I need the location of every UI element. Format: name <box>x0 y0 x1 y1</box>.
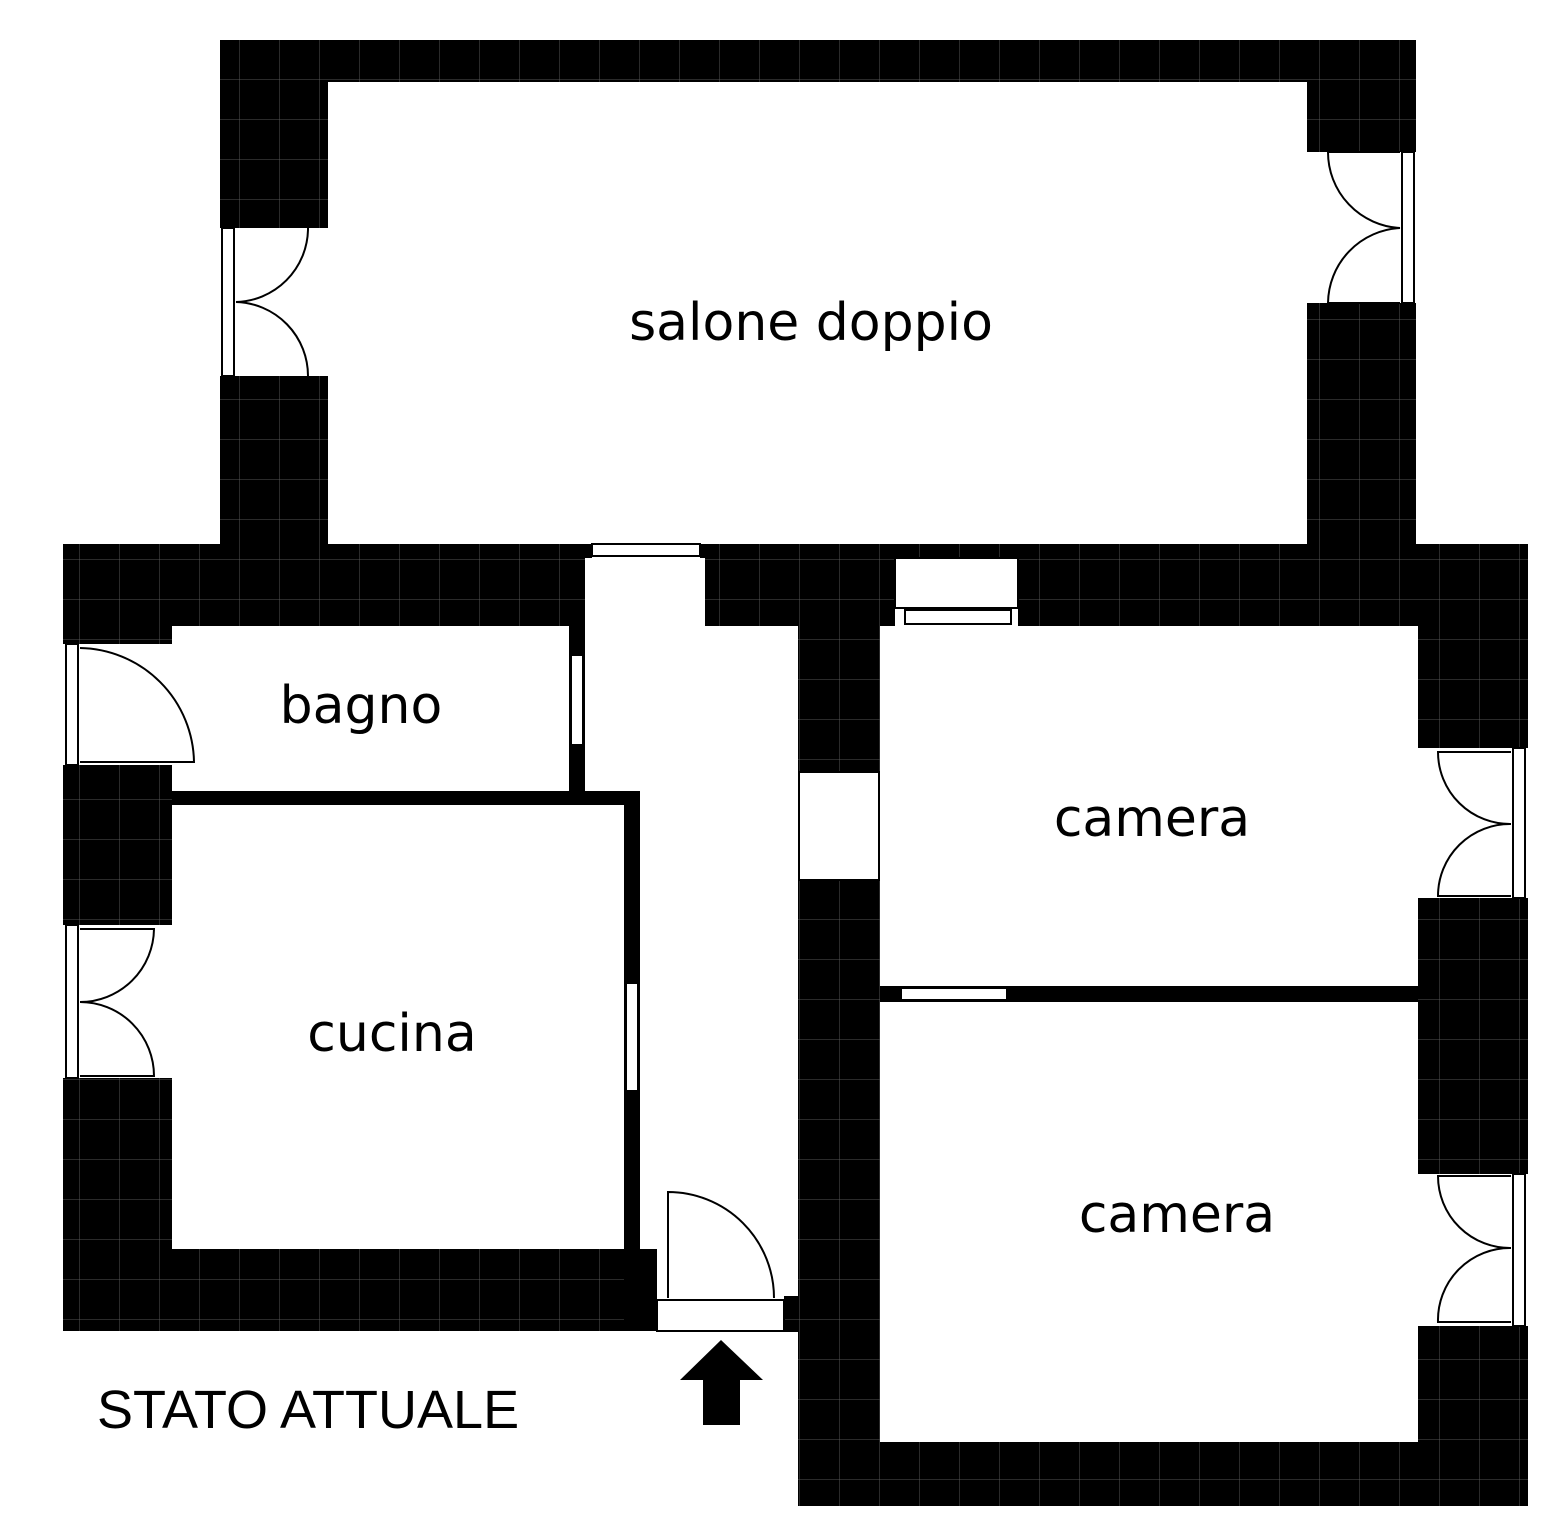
room-label-bagno: bagno <box>280 676 443 736</box>
wall-bed-left-upper <box>798 626 880 772</box>
wall-right-upper <box>1418 544 1528 748</box>
wall-bottom-right <box>798 1442 1528 1506</box>
wall-left-upper <box>63 544 172 644</box>
room-label-cucina: cucina <box>307 1004 476 1064</box>
partition-bagno-cucina <box>172 791 640 805</box>
wall-band-niche-fill <box>895 544 1018 558</box>
window-salone-right <box>1401 151 1415 304</box>
wall-bottom-left <box>63 1249 657 1331</box>
room-label-camera-1: camera <box>1054 789 1250 849</box>
door-swing-camera-1 <box>1436 751 1512 897</box>
niche-box <box>894 557 1019 609</box>
wall-right-mid <box>1418 898 1528 1174</box>
plan-caption: STATO ATTUALE <box>97 1380 519 1440</box>
walls <box>63 40 1528 1506</box>
wall-salone-right-upper <box>1307 40 1416 152</box>
window-cucina <box>65 924 79 1079</box>
opening-cucina-corridor <box>625 982 639 1092</box>
window-camera-2 <box>1512 1173 1526 1327</box>
arrow-up-icon <box>680 1340 763 1425</box>
wall-salone-right-lower <box>1307 303 1416 546</box>
door-swing-camera-2 <box>1436 1175 1512 1323</box>
door-swings <box>79 151 1512 1323</box>
window-bagno <box>65 643 79 766</box>
wall-band-small-a <box>585 544 592 558</box>
wall-salone-left-upper <box>220 40 328 228</box>
door-swing-entrance <box>667 1190 775 1299</box>
wall-bed-left-lower <box>798 880 880 1506</box>
opening-camere <box>900 987 1008 1001</box>
opening-camera-top <box>904 609 1012 625</box>
room-label-salone: salone doppio <box>629 293 993 353</box>
entrance-door-threshold <box>656 1299 785 1332</box>
partition-camere <box>880 986 1418 1002</box>
window-camera-1 <box>1512 747 1526 899</box>
door-swing-salone-left <box>235 228 309 377</box>
room-label-camera-2: camera <box>1079 1185 1275 1245</box>
opening-corridor-camera <box>798 771 880 881</box>
wall-band-small-b <box>700 544 708 558</box>
wall-left-mid <box>63 765 172 925</box>
opening-salone-corridor <box>591 543 701 557</box>
wall-salone-left-lower <box>220 376 328 546</box>
opening-bagno-corridor <box>570 654 584 746</box>
wall-salone-top <box>220 40 1416 82</box>
window-salone-left <box>221 227 235 377</box>
door-swing-salone-right <box>1326 151 1401 304</box>
partition-entry-left <box>624 1249 657 1331</box>
openings <box>65 151 1526 1332</box>
door-swing-bagno <box>79 647 196 763</box>
wall-entrance-right <box>784 1296 804 1332</box>
door-swing-cucina <box>79 928 156 1077</box>
wall-band-mid <box>705 544 895 626</box>
